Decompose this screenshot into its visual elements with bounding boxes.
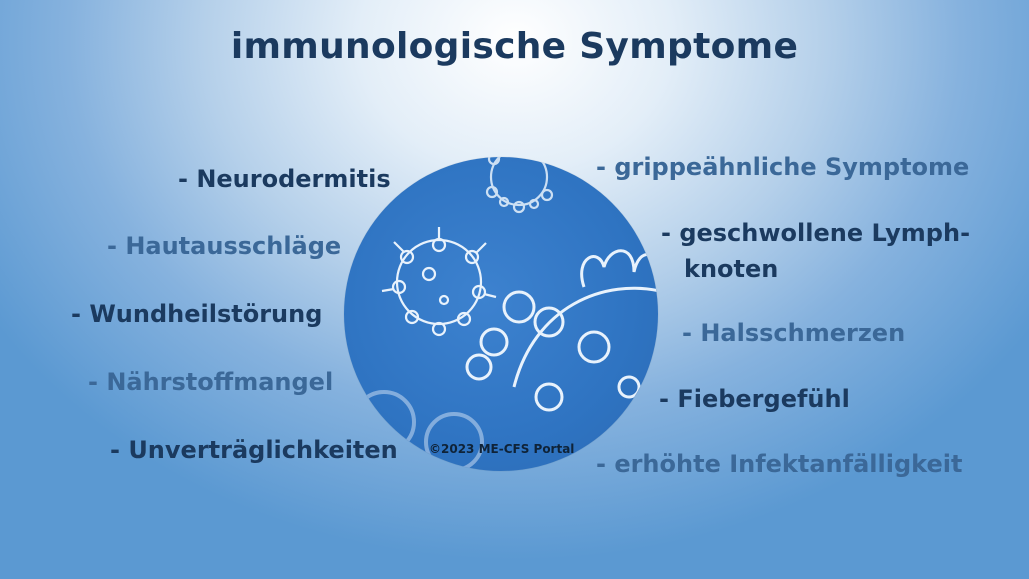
symptom-neurodermitis: - Neurodermitis	[178, 165, 391, 193]
symptom-unvertraeglichkeiten: - Unverträglichkeiten	[110, 436, 398, 464]
symptom-lymphknoten-line1: - geschwollene Lymph-	[661, 219, 971, 247]
symptom-grippeaehnlich: - grippeähnliche Symptome	[596, 153, 970, 181]
symptom-hautausschlaege: - Hautausschläge	[107, 232, 342, 260]
virus-illustration-icon	[344, 157, 658, 471]
symptom-lymphknoten-line2: knoten	[684, 255, 779, 283]
symptom-wundheilstoerung: - Wundheilstörung	[71, 300, 323, 328]
page-title: immunologische Symptome	[230, 26, 799, 67]
symptom-fiebergefuehl: - Fiebergefühl	[659, 385, 850, 413]
symptom-naehrstoffmangel: - Nährstoffmangel	[88, 368, 334, 396]
symptom-halsschmerzen: - Halsschmerzen	[682, 319, 906, 347]
symptom-infektanfaelligkeit: - erhöhte Infektanfälligkeit	[596, 450, 963, 478]
copyright-text: ©2023 ME-CFS Portal	[429, 442, 575, 456]
